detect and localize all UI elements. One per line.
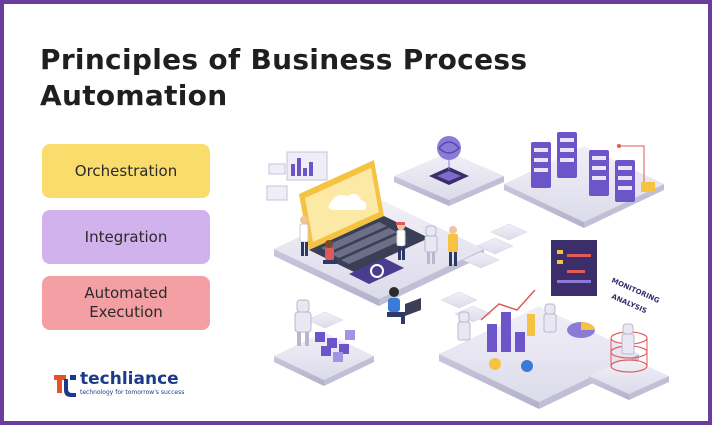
- principle-label: Orchestration: [74, 161, 178, 180]
- principle-orchestration: Orchestration: [42, 144, 210, 198]
- team-figures: [299, 216, 458, 266]
- principle-label: Integration: [84, 227, 168, 246]
- ai-chip-platform: [394, 136, 504, 206]
- techliance-logo-icon: [54, 375, 76, 397]
- server-platform: [504, 132, 664, 228]
- seated-worker: [387, 287, 421, 324]
- robot-cube-platform: [274, 299, 374, 386]
- company-logo: techliance technology for tomorrow's suc…: [52, 369, 202, 399]
- page-title: Principles of Business Process Automatio…: [40, 43, 528, 112]
- automation-isometric-illustration: MONITORING ANALYSIS: [266, 132, 669, 409]
- logo-tagline: technology for tomorrow's success: [80, 389, 185, 396]
- logo-wordmark: techliance: [80, 369, 179, 389]
- principle-automated-execution: Automated Execution: [42, 276, 210, 330]
- principle-integration: Integration: [42, 210, 210, 264]
- principle-label: Automated Execution: [84, 284, 168, 321]
